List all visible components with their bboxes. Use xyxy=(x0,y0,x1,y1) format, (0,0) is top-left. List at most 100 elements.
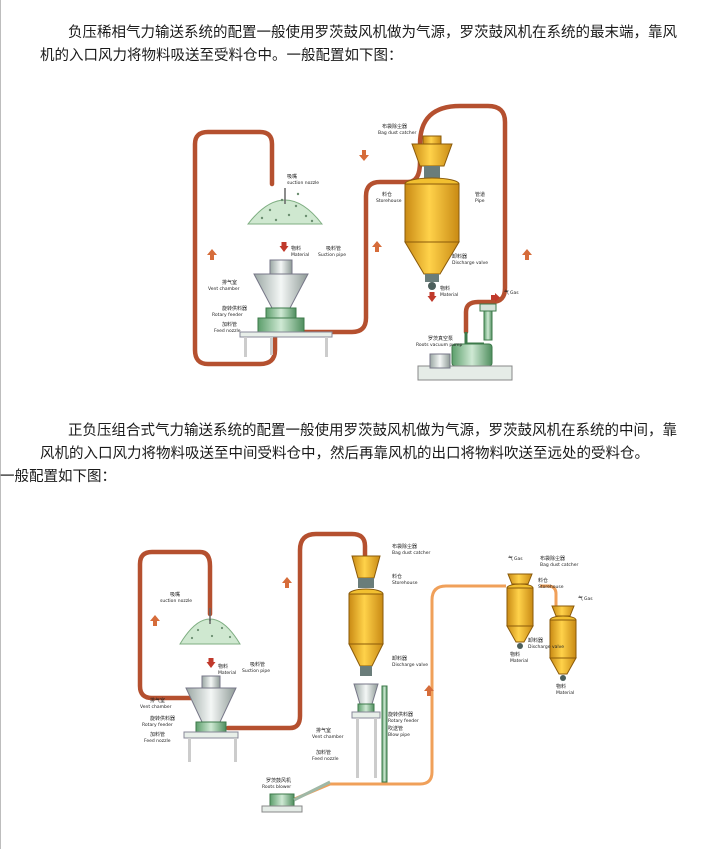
flow-arrow xyxy=(372,241,382,252)
diagram-combined-pressure-system: 吸嘴 suction nozzle 物料 Material 排气室 Vent c… xyxy=(137,531,593,813)
label2-storehouse-right-en: Storehouse xyxy=(538,584,564,590)
label2-storehouse-cn: 料仓 xyxy=(392,573,402,580)
label2-vent-chamber-mid-cn: 排气室 xyxy=(316,727,331,734)
label2-gas-right2-cn: 气 xyxy=(578,595,583,602)
page-left-border xyxy=(0,0,1,849)
roots-blower xyxy=(261,780,331,813)
flow-arrow xyxy=(522,249,532,260)
material-pile-2 xyxy=(179,608,241,645)
label2-vent-chamber-en: Vent chamber xyxy=(140,704,172,710)
label-pipe-en: Pipe xyxy=(475,198,485,204)
paragraph-combined-pressure: 正负压组合式气力输送系统的配置一般使用罗茨鼓风机做为气源，罗茨鼓风机在系统的中间… xyxy=(0,420,688,489)
label2-bag-dust-catcher-right-cn: 布袋除尘器 xyxy=(540,555,565,562)
label2-rotary-feeder-en: Rotary feeder xyxy=(142,722,173,728)
flow-arrow xyxy=(150,615,160,626)
label-material-out-cn: 物料 xyxy=(440,285,450,292)
label2-feed-nozzle-mid-cn: 加料管 xyxy=(316,749,331,756)
diagram-negative-pressure-system: 吸嘴 suction nozzle 物料 Material 排气室 Vent c… xyxy=(192,103,532,381)
label-vent-chamber-cn: 排气室 xyxy=(222,279,237,286)
label2-suction-pipe-en: Suction pipe xyxy=(242,668,270,674)
label2-material-right2-cn: 物料 xyxy=(556,683,566,690)
label-material-cn: 物料 xyxy=(291,245,301,252)
label-roots-pump-en: Roots vacuum pump xyxy=(416,342,462,348)
label-gas-en: Gas xyxy=(510,290,519,296)
label-storehouse-cn: 料仓 xyxy=(382,191,392,198)
material-arrow-icon-2 xyxy=(206,658,216,668)
material-arrow-icon xyxy=(279,242,289,252)
label-suction-pipe-cn: 吸料管 xyxy=(326,245,341,252)
label-rotary-feeder-en: Rotary feeder xyxy=(212,312,243,318)
label-feed-nozzle-en: Feed nozzle xyxy=(214,328,241,334)
label2-suction-pipe-cn: 吸料管 xyxy=(250,661,265,668)
label-suction-pipe-en: Suction pipe xyxy=(318,252,346,258)
label2-roots-blower-en: Roots blower xyxy=(262,784,291,790)
flow-arrow xyxy=(424,685,434,696)
label2-discharge-valve-en: Discharge valve xyxy=(392,662,428,668)
material-pile xyxy=(246,188,324,225)
label2-material-en: Material xyxy=(218,670,236,676)
label2-gas-right2-en: Gas xyxy=(584,596,593,602)
label2-bag-dust-catcher-right-en: Bag dust catcher xyxy=(540,562,578,568)
label2-bag-dust-catcher-en: Bag dust catcher xyxy=(392,550,430,556)
label2-suction-nozzle-cn: 吸嘴 xyxy=(170,591,180,598)
label2-material-right1-en: Material xyxy=(510,658,528,664)
label-suction-nozzle-cn: 吸嘴 xyxy=(287,173,297,180)
flow-arrow xyxy=(282,577,292,588)
label2-storehouse-en: Storehouse xyxy=(392,580,418,586)
material-out-arrow-icon xyxy=(427,292,437,302)
paragraph-2-tail: 一般配置如下图： xyxy=(0,469,116,485)
label2-vent-chamber-cn: 排气室 xyxy=(150,697,165,704)
roots-vacuum-pump xyxy=(417,303,513,381)
label2-rotary-feeder-mid-cn: 旋转供料器 xyxy=(388,711,413,718)
label2-material-right2-en: Material xyxy=(556,690,574,696)
label2-bag-dust-catcher-cn: 布袋除尘器 xyxy=(392,543,417,550)
middle-storehouse xyxy=(348,555,388,783)
label-gas-cn: 气 xyxy=(504,289,509,296)
label2-storehouse-right-cn: 料仓 xyxy=(538,577,548,584)
label2-blow-pipe-cn: 吹送管 xyxy=(388,725,403,732)
label2-vent-chamber-mid-en: Vent chamber xyxy=(312,734,344,740)
gas-arrow-icon xyxy=(491,293,500,302)
label2-suction-nozzle-en: suction nozzle xyxy=(160,598,192,604)
paragraph-1-text: 负压稀相气力输送系统的配置一般使用罗茨鼓风机做为气源，罗茨鼓风机在系统的最末端，… xyxy=(40,25,677,64)
right-storehouse-1 xyxy=(506,573,534,649)
label2-feed-nozzle-en: Feed nozzle xyxy=(144,738,171,744)
label2-material-cn: 物料 xyxy=(218,663,228,670)
feeder-assembly xyxy=(239,259,333,357)
label2-roots-blower-cn: 罗茨鼓风机 xyxy=(266,777,291,784)
label-roots-pump-cn: 罗茨真空泵 xyxy=(428,335,453,342)
label-material-out-en: Material xyxy=(440,292,458,298)
label-pipe-cn: 管道 xyxy=(475,191,485,198)
label2-discharge-valve-cn: 卸料器 xyxy=(392,655,407,662)
storehouse-tower xyxy=(404,135,460,290)
suction-pipe-loop xyxy=(137,531,368,731)
label2-rotary-feeder-cn: 旋转供料器 xyxy=(150,715,175,722)
label2-rotary-feeder-mid-en: Rotary feeder xyxy=(388,718,419,724)
label2-gas-right-en: Gas xyxy=(514,556,523,562)
flow-arrow xyxy=(359,150,369,161)
label2-blow-pipe-en: Blow pipe xyxy=(388,732,410,738)
label2-material-right1-cn: 物料 xyxy=(510,651,520,658)
feeder-assembly-2 xyxy=(183,675,239,762)
label-bag-dust-catcher-en: Bag dust catcher xyxy=(378,130,416,136)
label2-feed-nozzle-mid-en: Feed nozzle xyxy=(312,756,339,762)
pipe-loop xyxy=(192,103,508,367)
label-feed-nozzle-cn: 加料管 xyxy=(222,321,237,328)
label-bag-dust-catcher-cn: 布袋除尘器 xyxy=(382,123,407,130)
label-discharge-valve-cn: 卸料器 xyxy=(452,253,467,260)
blow-pipe-line xyxy=(291,584,558,802)
label-suction-nozzle-en: suction nozzle xyxy=(287,180,319,186)
label-discharge-valve-en: Discharge valve xyxy=(452,260,488,266)
right-storehouse-2 xyxy=(549,605,577,681)
paragraph-2-text: 正负压组合式气力输送系统的配置一般使用罗茨鼓风机做为气源，罗茨鼓风机在系统的中间… xyxy=(40,423,677,462)
label2-discharge-valve-right-en: Discharge valve xyxy=(528,644,564,650)
flow-arrows xyxy=(207,150,532,260)
flow-arrow xyxy=(207,249,217,260)
label-material-en: Material xyxy=(291,252,309,258)
label2-feed-nozzle-cn: 加料管 xyxy=(150,731,165,738)
label2-discharge-valve-right-cn: 卸料器 xyxy=(528,637,543,644)
label-vent-chamber-en: Vent chamber xyxy=(208,286,240,292)
label-rotary-feeder-cn: 旋转供料器 xyxy=(222,305,247,312)
label-storehouse-en: Storehouse xyxy=(376,198,402,204)
paragraph-negative-pressure: 负压稀相气力输送系统的配置一般使用罗茨鼓风机做为气源，罗茨鼓风机在系统的最末端，… xyxy=(40,22,688,68)
